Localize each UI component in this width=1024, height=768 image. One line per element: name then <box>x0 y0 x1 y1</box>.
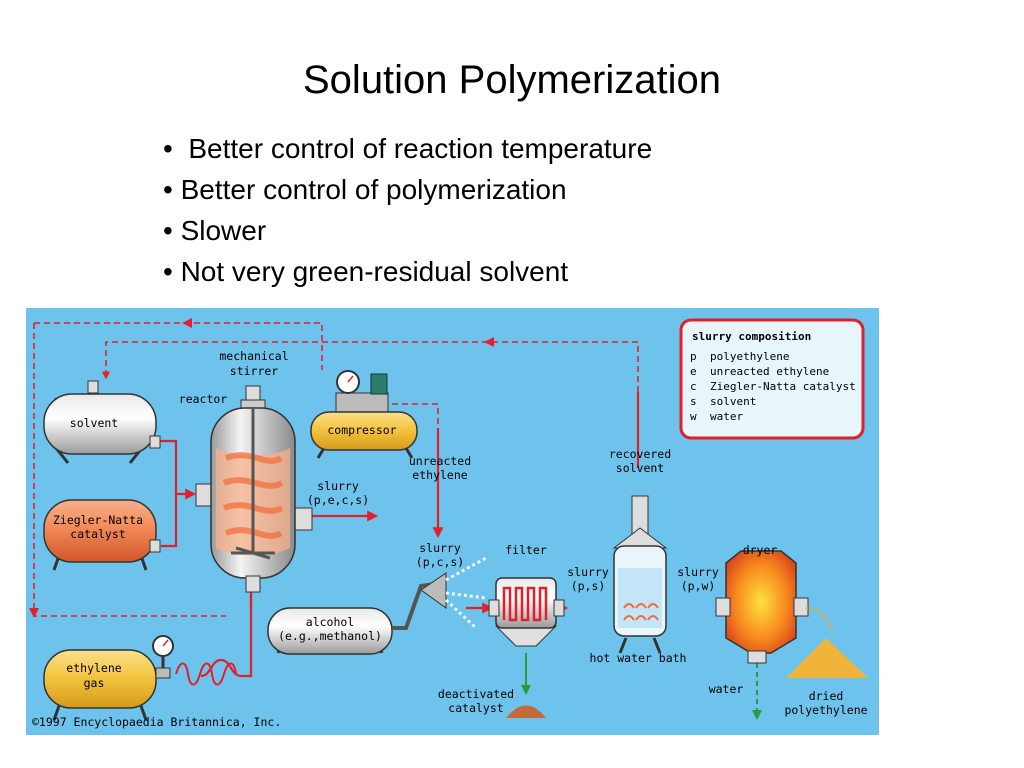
label-slurry-pecs: (p,e,c,s) <box>307 493 369 507</box>
label-mechanical-stirrer: mechanical <box>219 349 288 363</box>
label-dried-polyethylene: dried <box>809 689 844 703</box>
label-deactivated-catalyst: catalyst <box>448 701 503 715</box>
copyright-notice: ©1997 Encyclopaedia Britannica, Inc. <box>32 715 281 729</box>
label-unreacted-ethylene: unreacted <box>409 454 471 468</box>
legend-label: unreacted ethylene <box>710 365 829 378</box>
legend-label: Ziegler-Natta catalyst <box>710 380 856 393</box>
solvent-tank <box>43 380 161 464</box>
label-dried-polyethylene: polyethylene <box>784 703 867 717</box>
label-compressor: compressor <box>327 423 396 437</box>
ethylene-gas-tank <box>43 635 174 721</box>
legend-key: w <box>690 410 697 423</box>
label-mechanical-stirrer: stirrer <box>230 364 279 378</box>
slurry-composition-legend <box>679 318 865 440</box>
label-hot-water-bath: hot water bath <box>590 651 687 665</box>
legend-label: polyethylene <box>710 350 789 363</box>
label-water: water <box>709 682 744 696</box>
legend-label: solvent <box>710 395 756 408</box>
label-deactivated-catalyst: deactivated <box>438 687 514 701</box>
legend-key: s <box>690 395 697 408</box>
reactor-vessel <box>195 385 313 593</box>
dried-polyethylene-pile <box>786 638 868 678</box>
label-reactor: reactor <box>179 392 228 406</box>
label-alcohol: (e.g.,methanol) <box>278 629 382 643</box>
filter-unit <box>488 577 565 718</box>
bullet-item: • Not very green-residual solvent <box>163 256 569 287</box>
diagram-labels: mechanical stirrer reactor solvent Ziegl… <box>32 349 868 729</box>
slide-title: Solution Polymerization <box>303 58 721 102</box>
label-filter: filter <box>505 543 547 557</box>
label-recovered-solvent: recovered <box>609 447 671 461</box>
legend-key: p <box>690 350 697 363</box>
catalyst-tank <box>43 499 161 571</box>
legend-text: slurry composition p polyethylene e unre… <box>690 330 856 423</box>
alcohol-tank <box>267 556 487 655</box>
compressor <box>310 370 418 459</box>
label-slurry-pcs: (p,c,s) <box>416 555 464 569</box>
bullet-item: • Better control of polymerization <box>163 174 567 205</box>
dryer-unit <box>715 550 868 678</box>
label-slurry-pw: slurry <box>677 565 719 579</box>
label-ethylene-gas: gas <box>84 676 105 690</box>
recycle-arrowheads <box>29 318 494 618</box>
legend-label: water <box>710 410 743 423</box>
ethylene-coil-icon <box>175 662 237 686</box>
label-solvent: solvent <box>70 416 118 430</box>
legend-title: slurry composition <box>692 330 811 343</box>
label-ethylene-gas: ethylene <box>66 661 121 675</box>
label-ziegler-natta-catalyst: catalyst <box>70 527 125 541</box>
label-slurry-pcs: slurry <box>419 541 461 555</box>
hot-water-bath <box>612 495 668 654</box>
label-dryer: dryer <box>743 543 778 557</box>
label-slurry-ps: (p,s) <box>571 579 606 593</box>
polymerization-process-diagram: mechanical stirrer reactor solvent Ziegl… <box>26 308 879 735</box>
bullet-item: • Slower <box>163 215 267 246</box>
label-slurry-pecs: slurry <box>317 479 359 493</box>
label-ziegler-natta-catalyst: Ziegler-Natta <box>53 513 143 527</box>
label-recovered-solvent: solvent <box>616 461 664 475</box>
deactivated-catalyst-pile <box>506 705 546 718</box>
label-alcohol: alcohol <box>306 615 354 629</box>
drain-lines <box>521 653 762 720</box>
legend-key: e <box>690 365 697 378</box>
bullet-list: • Better control of reaction temperature… <box>163 128 652 292</box>
legend-key: c <box>690 380 697 393</box>
label-unreacted-ethylene: ethylene <box>412 468 467 482</box>
bullet-item: • Better control of reaction temperature <box>163 133 653 164</box>
label-slurry-ps: slurry <box>567 565 609 579</box>
label-slurry-pw: (p,w) <box>681 579 716 593</box>
